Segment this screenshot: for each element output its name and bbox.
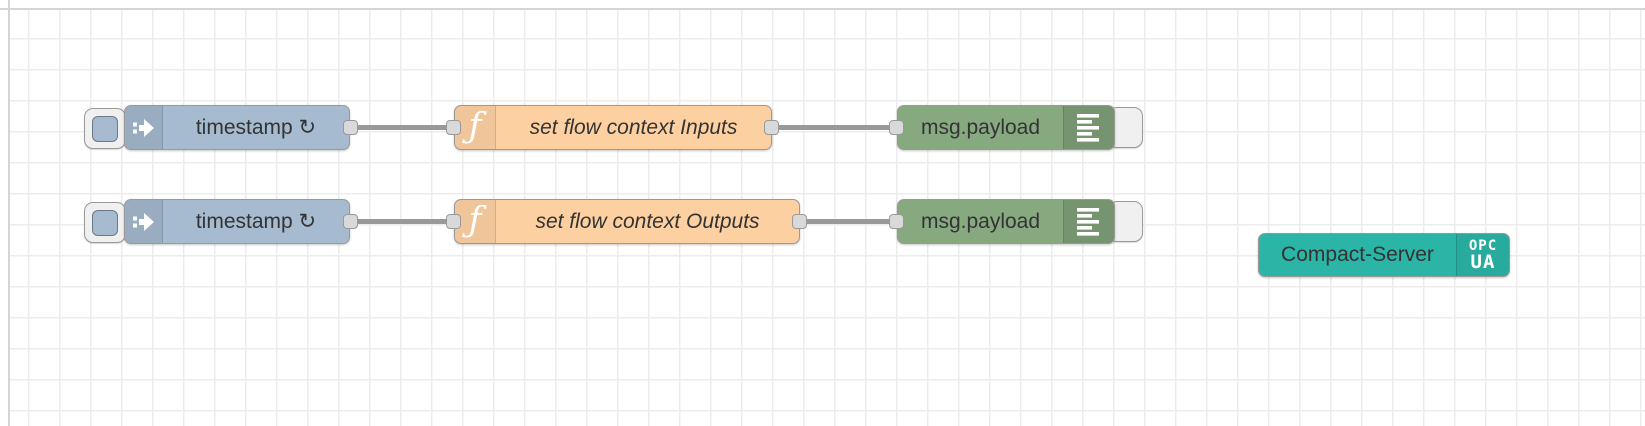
debug-list-icon [1063,200,1114,243]
wire-inject2-function2[interactable] [350,219,454,224]
debug-list-icon [1063,106,1114,149]
node-label: set flow context Outputs [535,209,760,233]
canvas-left-boundary [8,0,10,426]
output-port[interactable] [343,214,358,229]
canvas-top-gutter [0,0,1645,8]
wire-function2-debug2[interactable] [800,219,897,224]
inject-run-button-2[interactable] [84,202,126,243]
opcua-compact-server-node[interactable]: Compact-Server OPC UA [1258,233,1510,277]
node-label: msg.payload [920,209,1041,233]
node-label: timestamp ↻ [195,116,317,139]
function-glyph: ƒ [468,105,482,146]
function-node-2[interactable]: ƒ set flow context Outputs [454,199,800,244]
inject-run-button-face [92,210,118,236]
function-icon: ƒ [455,200,496,243]
node-label: Compact-Server [1281,243,1434,266]
opcua-badge-line2: UA [1470,250,1496,273]
input-port[interactable] [889,214,904,229]
inject-run-button-face [92,116,118,142]
canvas-left-gutter [0,0,8,426]
debug-node-2[interactable]: msg.payload [897,199,1115,244]
debug-node-1[interactable]: msg.payload [897,105,1115,150]
input-port[interactable] [446,214,461,229]
inject-node-2[interactable]: timestamp ↻ [124,199,350,244]
input-port[interactable] [889,120,904,135]
function-node-1[interactable]: ƒ set flow context Inputs [454,105,772,150]
node-label: set flow context Inputs [529,115,738,139]
node-label: msg.payload [920,115,1041,139]
output-port[interactable] [764,120,779,135]
opcua-badge-icon: OPC UA [1456,234,1509,276]
input-port[interactable] [446,120,461,135]
inject-arrow-icon [125,106,163,149]
inject-arrow-icon [125,200,163,243]
inject-node-1[interactable]: timestamp ↻ [124,105,350,150]
output-port[interactable] [343,120,358,135]
node-label: timestamp ↻ [195,210,317,233]
function-glyph: ƒ [468,199,482,240]
function-icon: ƒ [455,106,496,149]
canvas-top-boundary [0,8,1645,10]
inject-run-button-1[interactable] [84,108,126,149]
opcua-badge-line1: OPC [1468,237,1498,254]
wire-inject1-function1[interactable] [350,125,454,130]
wire-function1-debug1[interactable] [772,125,897,130]
output-port[interactable] [792,214,807,229]
